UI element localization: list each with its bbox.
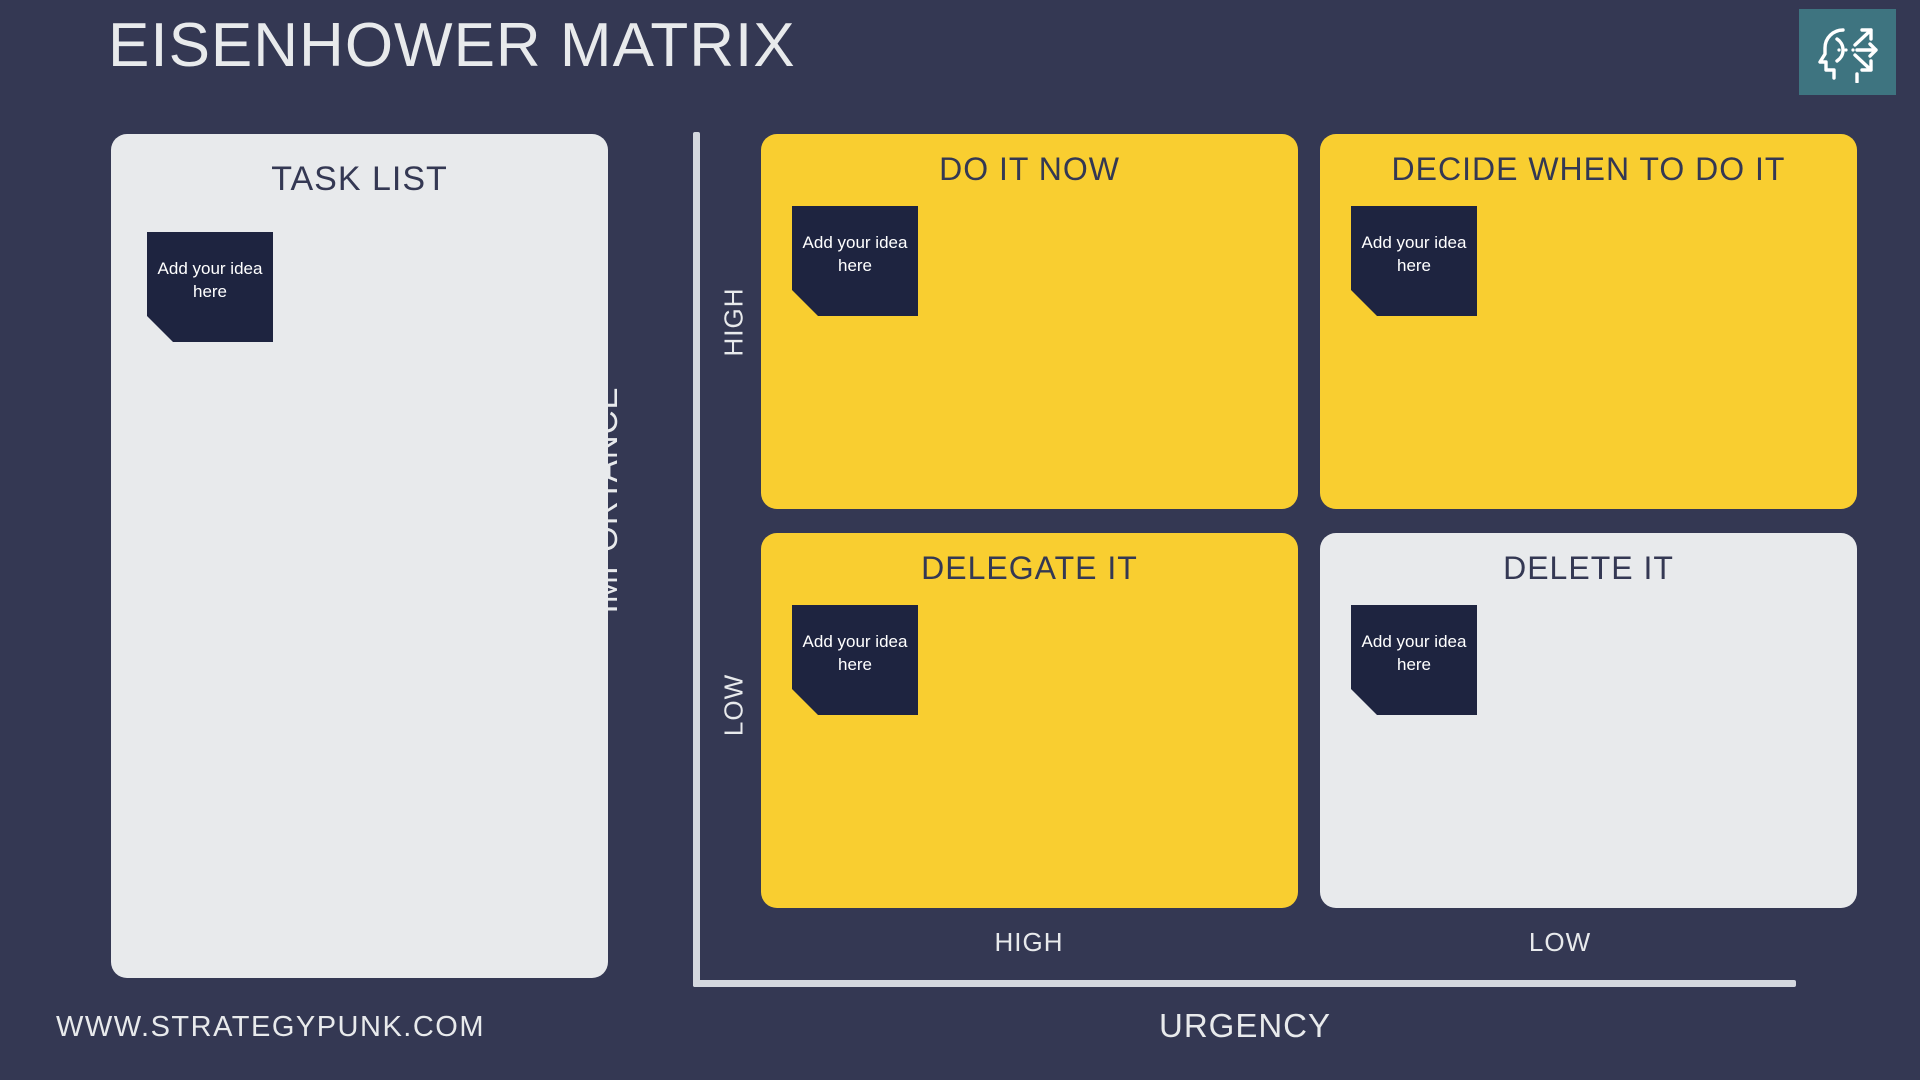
page-title: EISENHOWER MATRIX [108,11,796,80]
quadrant-delete-it[interactable]: DELETE IT Add your idea here [1320,533,1857,908]
sticky-note[interactable]: Add your idea here [1351,206,1477,316]
sticky-note[interactable]: Add your idea here [792,605,918,715]
quadrant-title: DELEGATE IT [921,550,1138,586]
axis-vertical-line [693,132,700,987]
task-list-title: TASK LIST [271,160,448,198]
quadrant-title: DO IT NOW [939,151,1120,187]
head-with-arrows-strategy-icon [1813,21,1883,83]
axis-tick-urgency-high: HIGH [994,927,1064,957]
sticky-note-text: Add your idea here [802,632,908,674]
sticky-note[interactable]: Add your idea here [147,232,273,342]
sticky-note[interactable]: Add your idea here [1351,605,1477,715]
sticky-note[interactable]: Add your idea here [792,206,918,316]
axis-tick-urgency-low: LOW [1528,927,1592,957]
sticky-note-text: Add your idea here [802,233,908,275]
brand-logo [1799,9,1896,95]
axis-tick-importance-high: HIGH [718,287,749,357]
axis-label-urgency: URGENCY [1158,1007,1332,1044]
quadrant-delegate-it[interactable]: DELEGATE IT Add your idea here [761,533,1298,908]
axis-horizontal-line [693,980,1796,987]
footer-url[interactable]: WWW.STRATEGYPUNK.COM [56,1011,486,1043]
sticky-note-text: Add your idea here [157,259,263,301]
quadrant-title: DECIDE WHEN TO DO IT [1391,151,1786,187]
quadrant-decide-when-to-do-it[interactable]: DECIDE WHEN TO DO IT Add your idea here [1320,134,1857,509]
axis-label-importance: IMPORTANCE [587,386,624,614]
axis-tick-importance-low: LOW [718,673,749,737]
quadrant-do-it-now[interactable]: DO IT NOW Add your idea here [761,134,1298,509]
sticky-note-text: Add your idea here [1361,632,1467,674]
sticky-note-text: Add your idea here [1361,233,1467,275]
task-list-panel[interactable]: TASK LIST Add your idea here [111,134,608,978]
quadrant-title: DELETE IT [1503,550,1674,586]
